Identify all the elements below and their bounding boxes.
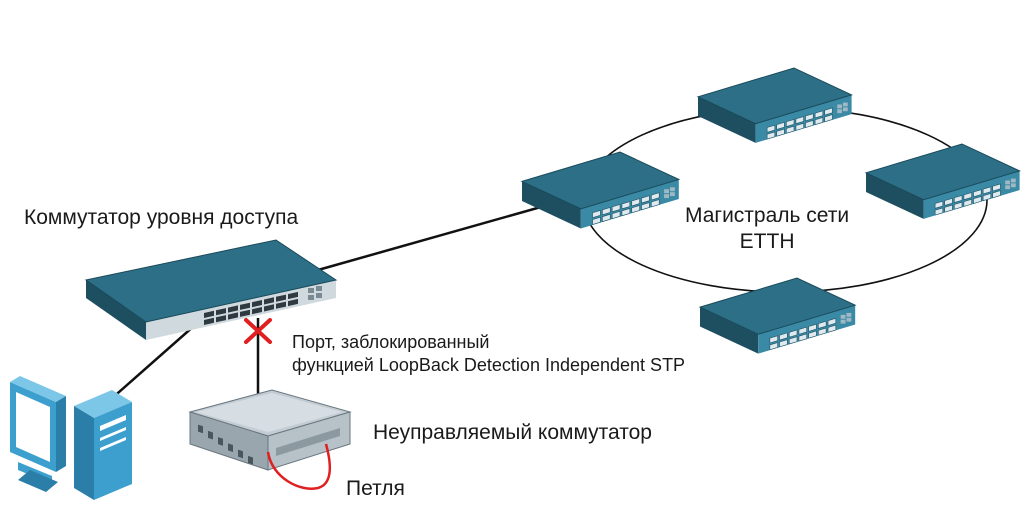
backbone-switch-right-icon	[865, 143, 1021, 220]
blocked-port-x-icon	[244, 318, 272, 344]
pc-cable	[109, 317, 204, 401]
computer-icon	[10, 376, 132, 500]
access-switch-label: Коммутатор уровня доступа	[24, 206, 299, 229]
unmanaged-switch-icon	[188, 389, 352, 471]
backbone-switch-left-icon	[521, 151, 680, 229]
access-switch-icon	[84, 239, 338, 340]
loop-label: Петля	[346, 477, 405, 500]
blocked-port-label-line1: Порт, заблокированный	[292, 332, 490, 352]
backbone-label-line1: Магистраль сети	[685, 204, 850, 227]
backbone-label: Магистраль сети ETTH	[685, 203, 849, 254]
blocked-port-label: Порт, заблокированный функцией LoopBack …	[292, 331, 685, 376]
backbone-switch-top-icon	[697, 67, 853, 144]
backbone-label-line2: ETTH	[739, 229, 795, 253]
unmanaged-switch-label: Неуправляемый коммутатор	[373, 421, 652, 444]
loop-cable	[266, 443, 332, 490]
blocked-port-label-line2: функцией LoopBack Detection Independent …	[292, 354, 686, 375]
uplink-cable	[317, 201, 556, 272]
